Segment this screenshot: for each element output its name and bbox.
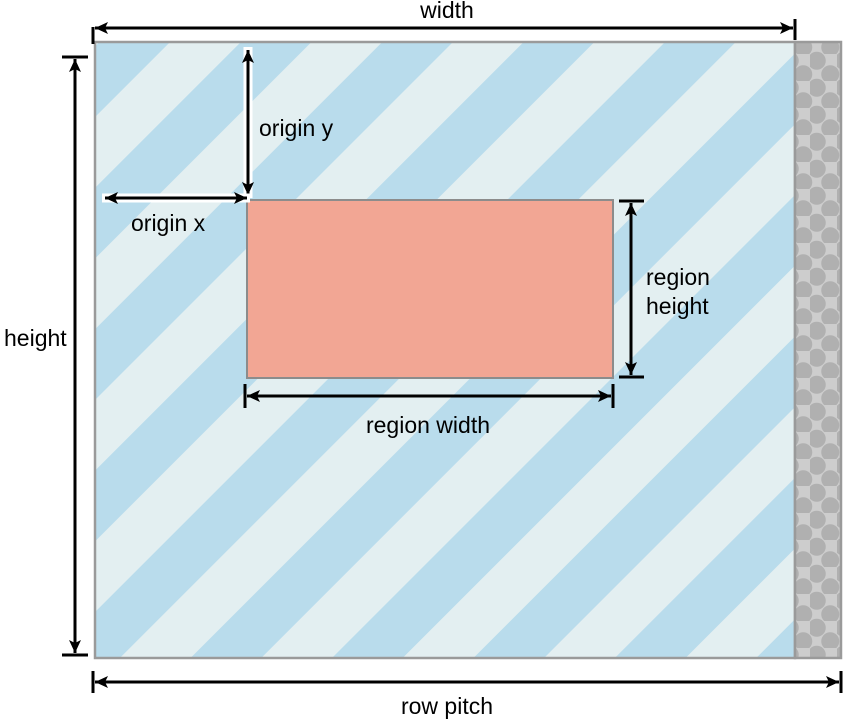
region-height-label-line1: region [646,264,710,290]
dimension-row-pitch: row pitch [91,671,843,719]
region-fill [246,199,614,379]
origin-x-label: origin x [131,210,206,236]
region-height-label-line2: height [646,293,709,319]
dimension-region-width: region width [243,384,615,438]
dimension-width: width [91,0,797,44]
region-width-label: region width [366,412,490,438]
dimension-origin-x: origin x [102,192,250,236]
dimension-origin-y: origin y [242,47,334,198]
height-label: height [4,325,67,351]
origin-y-label: origin y [259,115,334,141]
row-padding-strip [793,40,843,660]
padding-strip-border [793,40,843,660]
width-label: width [419,0,474,23]
row-pitch-label: row pitch [401,693,493,719]
dimension-region-height: region height [619,199,710,379]
dimension-height: height [4,55,88,657]
padding-dot-fill [795,42,841,658]
region-rectangle [246,199,614,379]
